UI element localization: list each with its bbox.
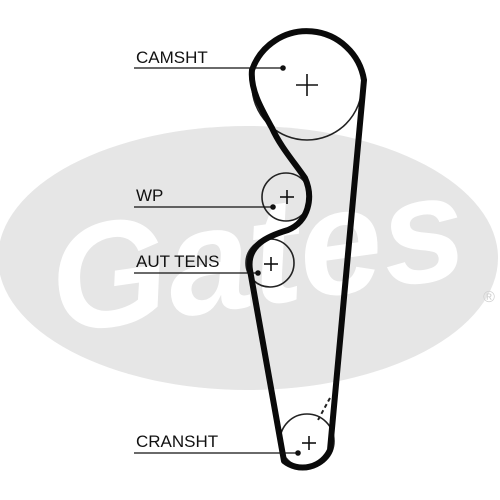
label-water-pump: WP	[136, 186, 163, 205]
timing-belt	[246, 28, 367, 471]
water-pump-center-cross	[280, 190, 294, 204]
leader-lines	[134, 65, 301, 456]
label-crankshaft: CRANSHT	[136, 432, 218, 451]
auto-tensioner-center-cross	[264, 257, 278, 271]
camshaft-center-cross	[296, 74, 318, 96]
camshaft-leader-dot	[280, 65, 286, 71]
auto-tensioner-leader-dot	[255, 270, 261, 276]
crankshaft-leader-dot	[295, 450, 301, 456]
label-auto-tensioner: AUT TENS	[136, 252, 219, 271]
pulley-center-marks	[264, 74, 318, 450]
label-camshaft: CAMSHT	[136, 48, 208, 67]
water-pump-leader-dot	[270, 204, 276, 210]
crankshaft-timing-mark	[317, 397, 331, 421]
watermark-registered-mark: ®	[483, 289, 495, 306]
crankshaft-center-cross	[302, 436, 316, 450]
